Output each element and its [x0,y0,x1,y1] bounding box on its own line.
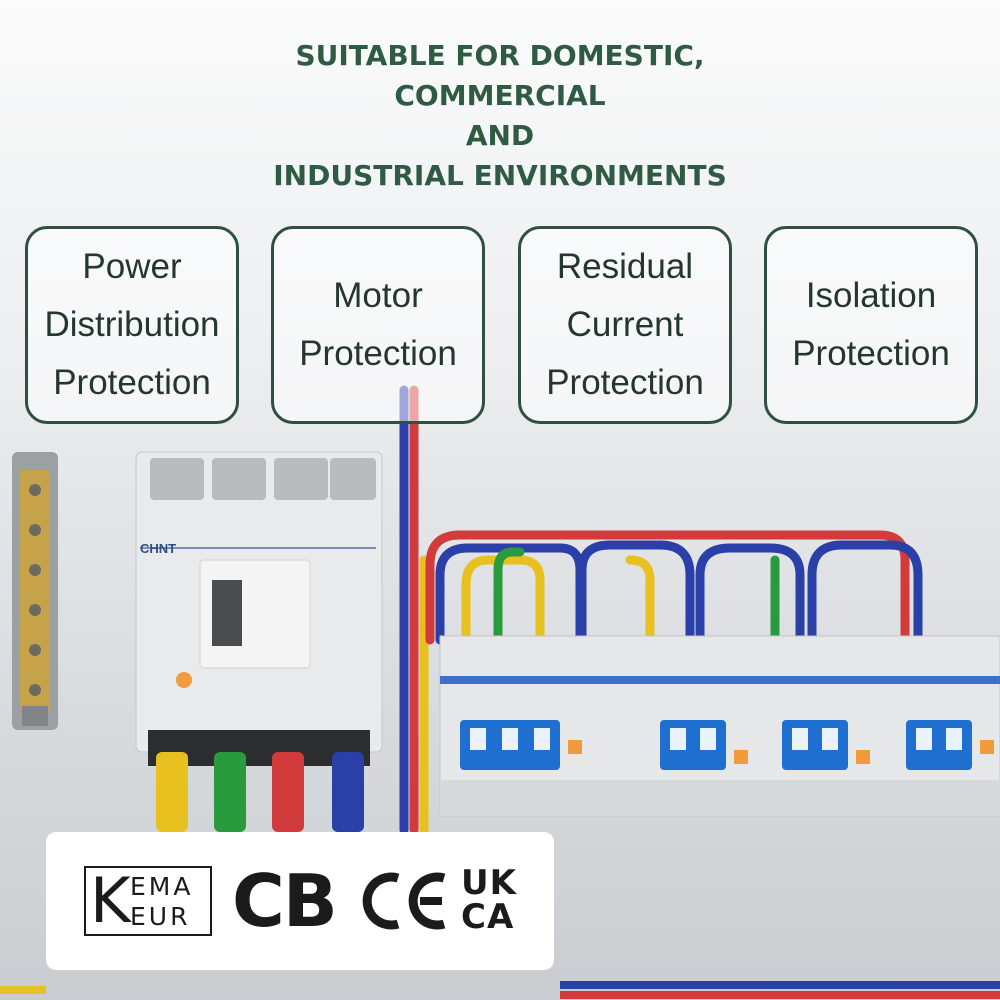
headline-line: INDUSTRIAL ENVIRONMENTS [273,159,727,192]
headline-line: SUITABLE FOR DOMESTIC, [295,39,705,72]
feature-line: Power [82,247,182,286]
feature-line: Protection [546,363,704,402]
kema-k-letter: K [90,864,131,937]
headline-line: AND [465,119,535,152]
feature-line: Isolation [805,276,937,315]
headline: SUITABLE FOR DOMESTIC, COMMERCIAL AND IN… [0,36,1000,196]
mcb-row [439,635,1000,817]
feature-card-isolation-protection: Isolation Protection [764,226,978,424]
mcb-wiring [425,530,923,645]
feeder-wires [399,385,429,835]
terminal-bar [12,452,58,730]
main-breaker [135,451,383,766]
kema-keur-mark: K EMA EUR [84,866,212,936]
feature-card-power-distribution: Power Distribution Protection [25,226,239,424]
ukca-mark: UK CA [461,866,517,934]
feature-line: Residual [556,247,694,286]
ce-mark-icon [362,872,446,930]
feature-line: Protection [299,334,457,373]
headline-line: COMMERCIAL [394,79,606,112]
breaker-brand-label: CHNT [140,541,176,556]
kema-row-top: EMA [130,872,194,901]
bottom-wiring [0,981,1000,999]
feature-line: Distribution [44,305,220,344]
main-breaker-cables [156,752,364,832]
feature-line: Protection [53,363,211,402]
kema-row-bottom: EUR [130,902,191,931]
ukca-row-top: UK [461,863,517,903]
feature-line: Protection [792,334,950,373]
feature-card-residual-current: Residual Current Protection [518,226,732,424]
feature-card-motor-protection: Motor Protection [271,226,485,424]
feature-line: Current [566,305,684,344]
certification-panel: K EMA EUR CB UK CA [46,832,554,970]
cb-mark: CB [232,859,338,943]
ukca-row-bottom: CA [461,897,515,937]
feature-line: Motor [333,276,423,315]
